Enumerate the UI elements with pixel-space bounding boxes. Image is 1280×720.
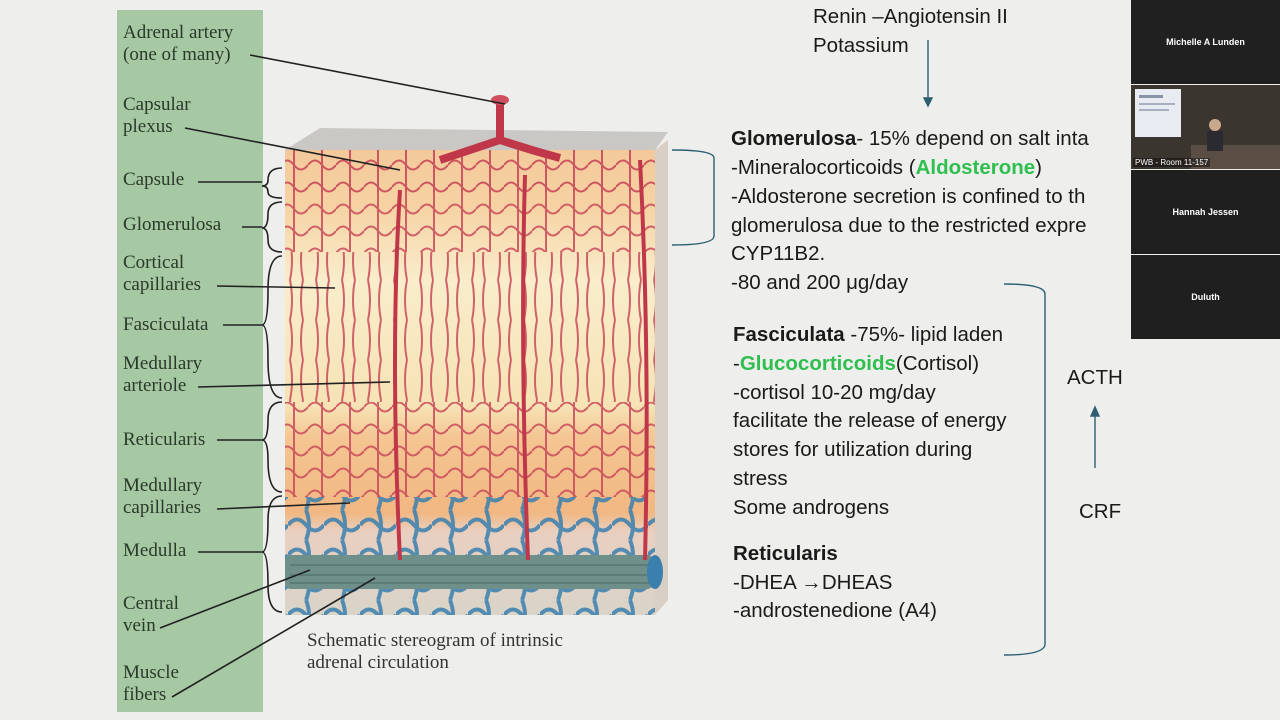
label-medullary-capillaries: Medullary capillaries [123, 475, 203, 518]
label-central-vein: Central vein [123, 593, 179, 636]
label-capsular-plexus: Capsular plexus [123, 94, 191, 137]
acth-label: ACTH [1067, 366, 1123, 389]
label-medullary-arteriole: Medullary arteriole [123, 353, 203, 396]
participant-name: Hannah Jessen [1172, 207, 1239, 217]
room-video-feed [1131, 85, 1280, 169]
fasciculata-line2: -cortisol 10-20 mg/day [733, 381, 936, 404]
glomerulosa-line2: -Aldosterone secretion is confined to th [731, 185, 1086, 208]
glomerulosa-line3: glomerulosa due to the restricted expre [731, 214, 1087, 237]
fasciculata-line6: Some androgens [733, 496, 890, 519]
crf-label: CRF [1079, 500, 1122, 523]
fasciculata-line3: facilitate the release of energy [733, 409, 1007, 432]
glomerulosa-line5: -80 and 200 μg/day [731, 271, 909, 294]
glomerulosa-l1-pre: -Mineralocorticoids ( [731, 156, 916, 179]
room-label: PWB - Room 11-157 [1133, 158, 1211, 167]
fasciculata-line1: -Glucocorticoids(Cortisol) [733, 350, 979, 379]
glomerulosa-l1-post: ) [1035, 156, 1042, 179]
glomerulosa-line1: -Mineralocorticoids (Aldosterone) [731, 154, 1042, 183]
participant-name: Duluth [1191, 292, 1220, 302]
fasciculata-line5: stress [733, 467, 788, 490]
note-potassium: Potassium [813, 34, 909, 57]
glomerulosa-title: Glomerulosa [731, 127, 857, 150]
participant-tile-duluth[interactable]: Duluth [1131, 255, 1280, 339]
reticularis-line1: -DHEA →DHEAS [733, 571, 893, 594]
fasciculata-title: Fasciculata [733, 323, 845, 346]
glomerulosa-line4: CYP11B2. [731, 242, 826, 265]
glomerulosa-title-rest: - 15% depend on salt inta [856, 127, 1089, 150]
glucocorticoids-highlight: Glucocorticoids [739, 352, 896, 375]
participant-tile-hannah[interactable]: Hannah Jessen [1131, 170, 1280, 254]
aldosterone-highlight: Aldosterone [915, 156, 1036, 179]
figure-caption: Schematic stereogram of intrinsic adrena… [307, 630, 563, 673]
reticularis-line2: -androstenedione (A4) [733, 599, 937, 622]
participant-tile-room[interactable]: PWB - Room 11-157 [1131, 85, 1280, 169]
label-column [117, 10, 263, 712]
label-fasciculata: Fasciculata [123, 314, 209, 335]
reticularis-title: Reticularis [733, 542, 838, 565]
participant-name: Michelle A Lunden [1166, 37, 1245, 47]
label-cortical-capillaries: Cortical capillaries [123, 252, 202, 295]
label-glomerulosa: Glomerulosa [123, 214, 222, 235]
participant-tile-michelle[interactable]: Michelle A Lunden [1131, 0, 1280, 84]
glomerulosa-heading: Glomerulosa- 15% depend on salt inta [731, 125, 1089, 154]
label-muscle-fibers: Muscle fibers [123, 662, 179, 705]
label-capsule: Capsule [123, 169, 185, 190]
note-renin: Renin –Angiotensin II [813, 5, 1008, 28]
fasciculata-heading: Fasciculata -75%- lipid laden [733, 321, 1003, 350]
fasciculata-l1-post: (Cortisol) [895, 352, 980, 375]
label-medulla: Medulla [123, 540, 187, 561]
label-reticularis: Reticularis [123, 429, 206, 450]
fasciculata-title-rest: -75%- lipid laden [844, 323, 1004, 346]
label-adrenal-artery: Adrenal artery (one of many) [123, 22, 234, 65]
fasciculata-line4: stores for utilization during [733, 438, 973, 461]
fasciculata-l1-pre: - [733, 352, 740, 375]
